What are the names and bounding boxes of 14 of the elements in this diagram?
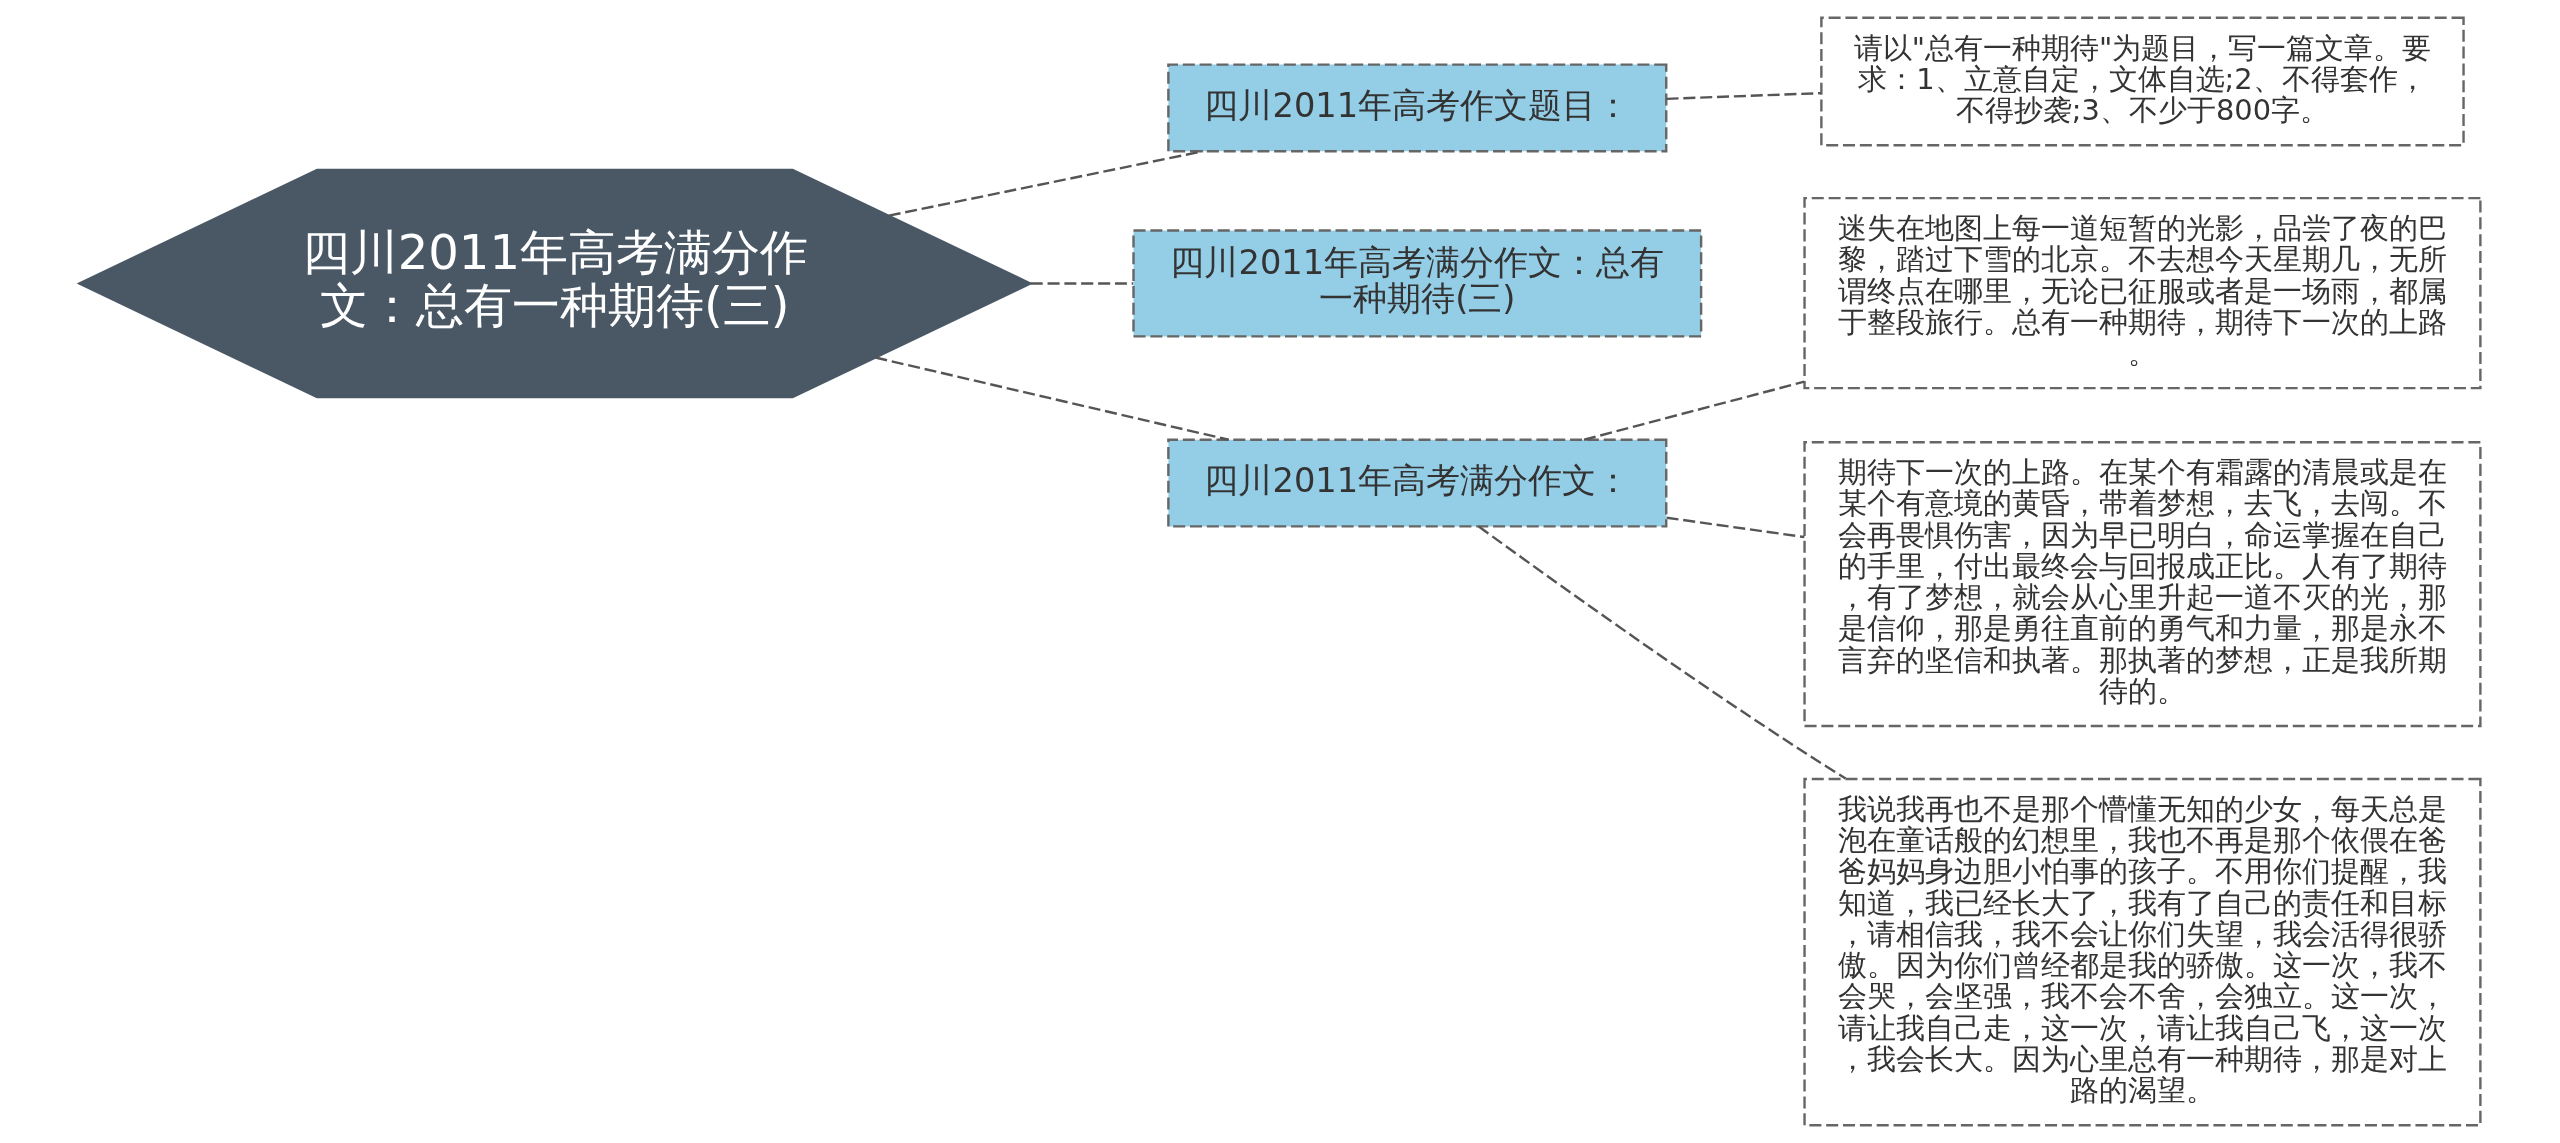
connector [1666, 516, 1805, 539]
connector [1583, 380, 1805, 441]
node-box: 四川2011年高考满分作文： [1167, 438, 1668, 528]
connector [888, 150, 1204, 217]
connector [1666, 91, 1821, 101]
connector [1030, 282, 1134, 285]
node-box: 四川2011年高考作文题目： [1167, 63, 1668, 153]
connector [1478, 525, 1847, 780]
node-box: 请以"总有一种期待"为题目，写一篇文章。要求：1、立意自定，文体自选;2、不得套作，不得抄袭;3、不少于800字。 [1820, 16, 2465, 147]
node-box: 我说我再也不是那个懵懂无知的少女，每天总是泡在童话般的幻想里，我也不再是那个依偎在爸爸妈妈身边胆小怕事的孩子。不用你们提醒，我知道，我已经长大了，我有了自己的责任和目标，请相信我，我不会让你们失望，我会活得很骄傲。因为你们曾经都是我的骄傲。这一次，我不会哭，会坚强，我不会不舍，会独立。这一次，请让我自己走，这一次，请让我自己飞，这一次，我会长大。因为心里总有一种期待，那是对上路的渴望。 [1803, 777, 2482, 1127]
node-box: 期待下一次的上路。在某个有霜露的清晨或是在某个有意境的黄昏，带着梦想，去飞，去闯。不会再畏惧伤害，因为早已明白，命运掌握在自己的手里，付出最终会与回报成正比。人有了期待，有了梦想，就会从心里升起一道不灭的光，那是信仰，那是勇往直前的勇气和力量，那是永不言弃的坚信和执著。那执著的梦想，正是我所期待的。 [1803, 441, 2482, 728]
node-box: 迷失在地图上每一道短暂的光影，品尝了夜的巴黎，踏过下雪的北京。不去想今天星期几，无所谓终点在哪里，无论已征服或者是一场雨，都属于整段旅行。总有一种期待，期待下一次的上路。 [1803, 196, 2482, 390]
connector [875, 356, 1229, 441]
node-box: 四川2011年高考满分作文：总有一种期待(三) [1132, 229, 1703, 338]
